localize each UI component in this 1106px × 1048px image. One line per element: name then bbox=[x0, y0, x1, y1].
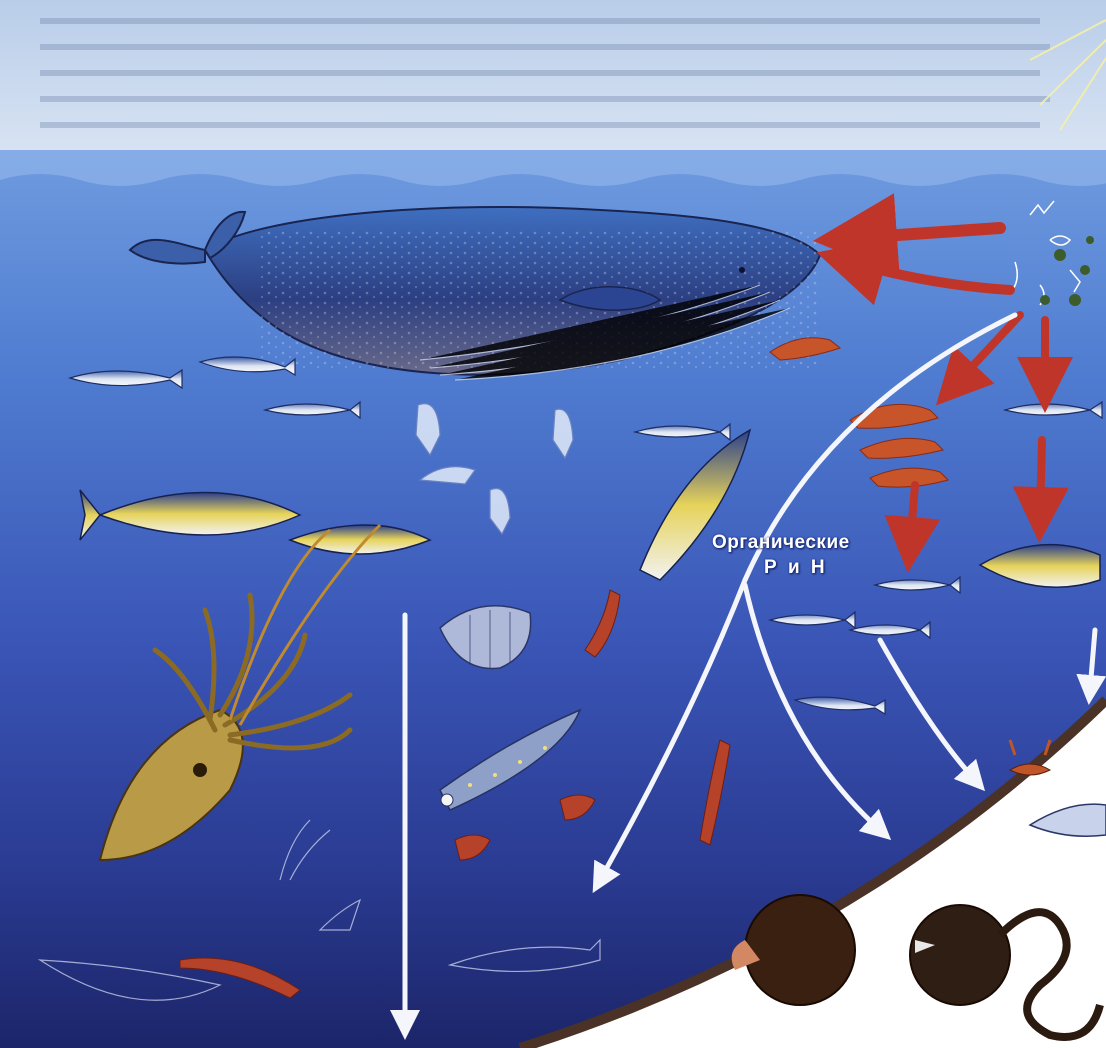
organic-label-line1: Органические bbox=[712, 532, 850, 554]
arrow-fish-to-tuna bbox=[1040, 440, 1042, 515]
organic-label-line2: Р и Н bbox=[764, 557, 828, 579]
arrow-krill-to-fish bbox=[910, 485, 915, 545]
